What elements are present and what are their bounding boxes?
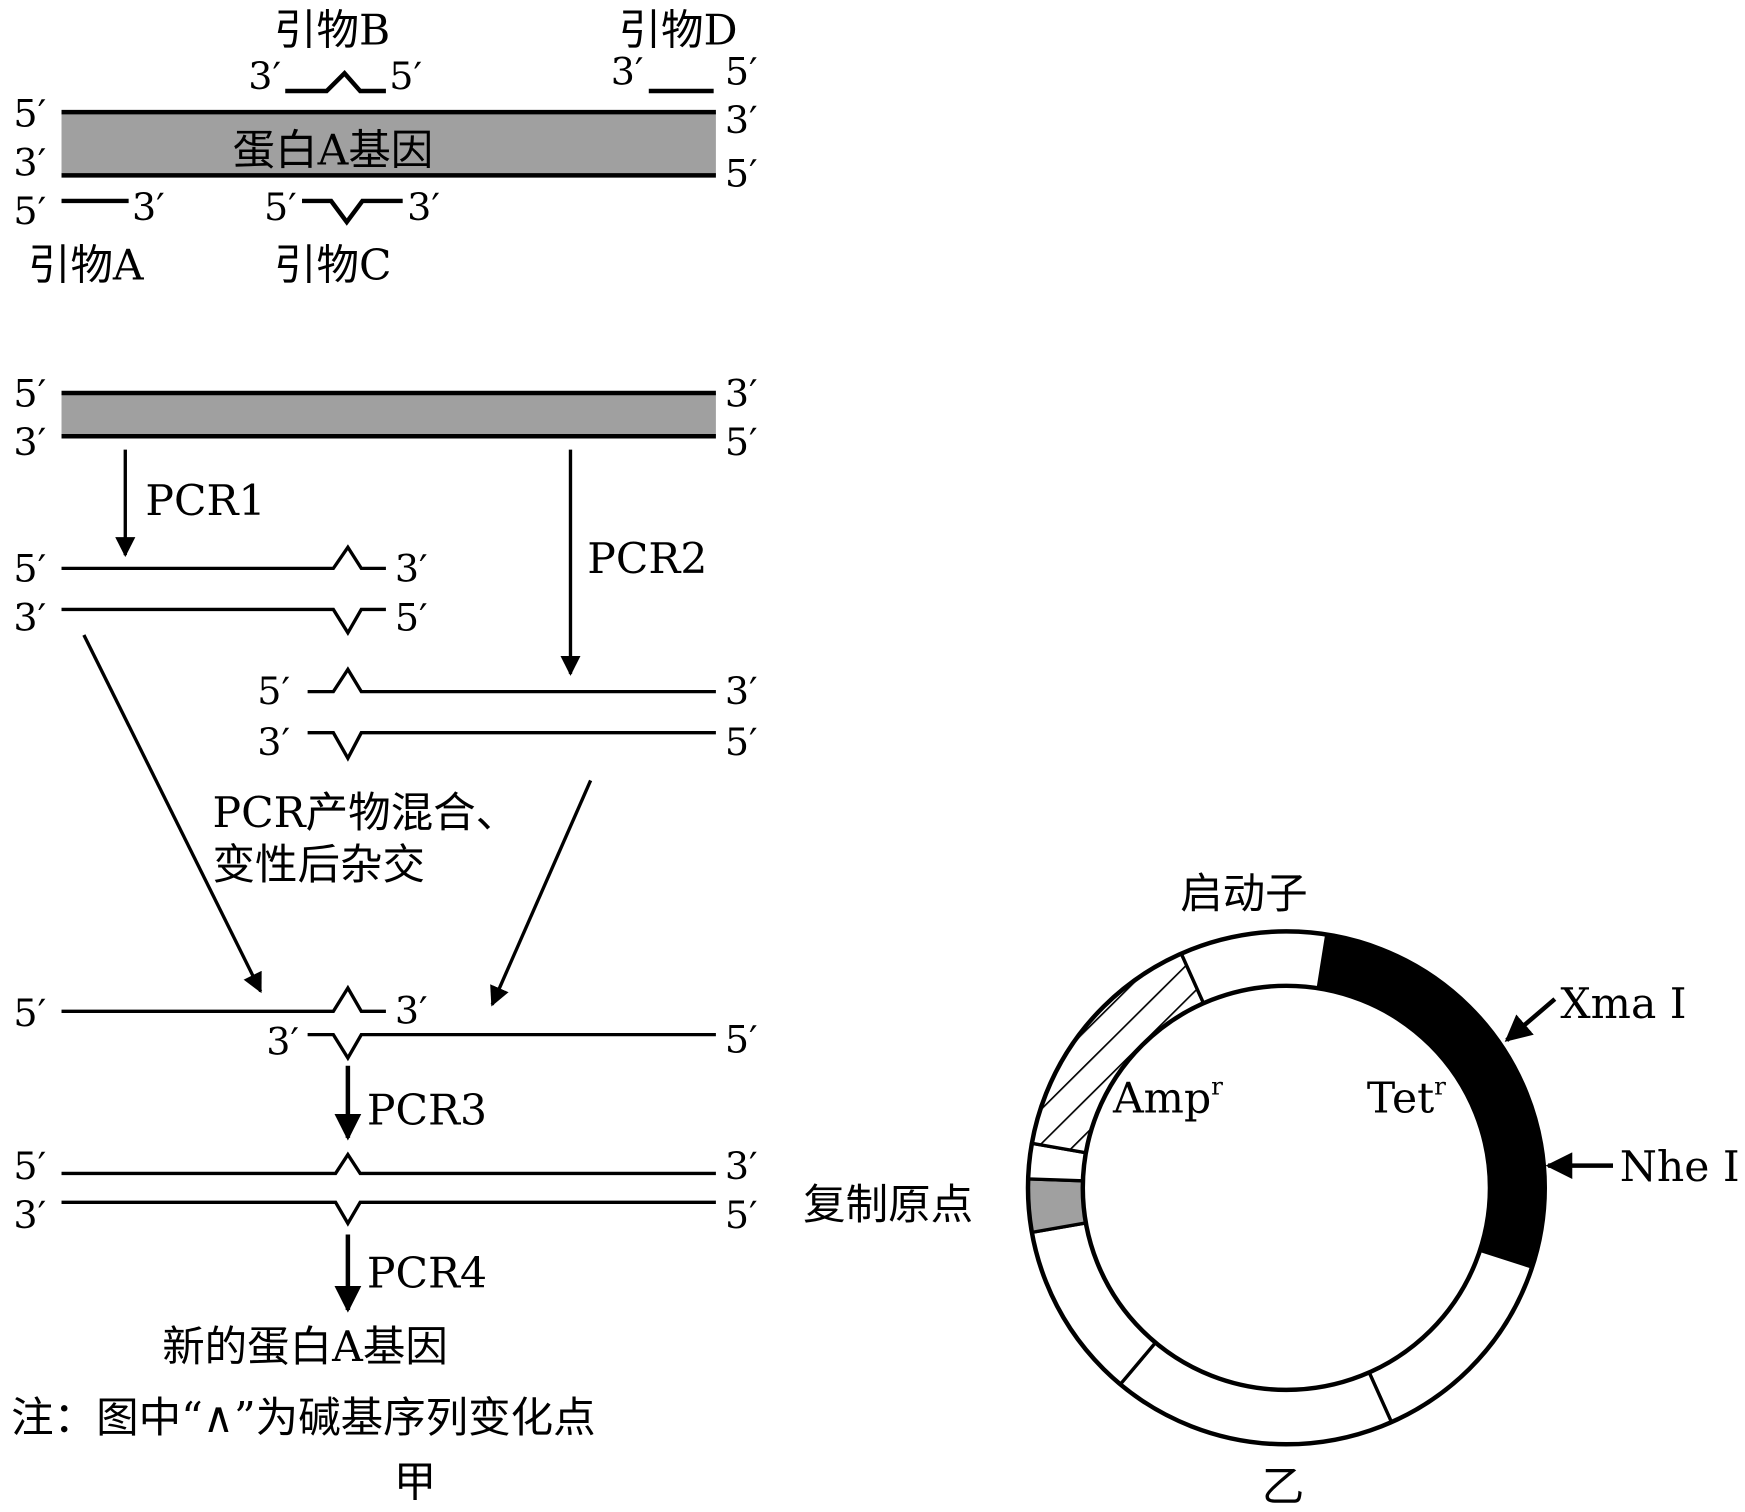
result-label: 新的蛋白A基因 xyxy=(162,1322,448,1371)
end-label: 5′ xyxy=(13,547,46,591)
pcr1-product-bottom xyxy=(61,607,386,637)
pcr-flow: 5′ 3′ 3′ 5′ PCR1 PCR2 5′ 3′ 3′ 5′ 5′ 3′ … xyxy=(11,371,757,1506)
end-label: 5′ xyxy=(13,991,46,1035)
final-bottom xyxy=(61,1200,716,1227)
mix-text-line1: PCR产物混合、 xyxy=(213,788,519,837)
caption-jia: 甲 xyxy=(394,1458,436,1507)
end-label: 3′ xyxy=(13,141,46,185)
hybrid-bottom xyxy=(307,1032,716,1062)
end-label: 5′ xyxy=(13,371,46,415)
end-label: 3′ xyxy=(13,420,46,464)
gene-band xyxy=(61,112,716,176)
ori-segment xyxy=(1026,1177,1088,1235)
pcr2-product-top xyxy=(307,666,716,694)
tet-label: Tetr xyxy=(1367,1072,1446,1123)
end-label: 3′ xyxy=(132,185,165,229)
end-label: 5′ xyxy=(395,596,428,640)
gene-label: 蛋白A基因 xyxy=(233,125,434,174)
arrow-mix-left xyxy=(82,634,263,994)
end-label: 3′ xyxy=(257,720,290,764)
end-label: 5′ xyxy=(725,152,758,196)
end-label: 3′ xyxy=(266,1020,299,1064)
end-label: 5′ xyxy=(725,50,758,94)
caption-yi: 乙 xyxy=(1262,1462,1304,1511)
end-label: 3′ xyxy=(395,547,428,591)
end-label: 5′ xyxy=(725,1193,758,1237)
end-label: 5′ xyxy=(725,1018,758,1062)
end-label: 3′ xyxy=(13,1193,46,1237)
promoter-label: 启动子 xyxy=(1180,869,1307,918)
pcr3-label: PCR3 xyxy=(367,1086,487,1135)
pcr2-product-bottom xyxy=(307,731,716,762)
end-label: 5′ xyxy=(725,720,758,764)
end-label: 3′ xyxy=(248,54,281,98)
end-label: 3′ xyxy=(407,185,440,229)
end-label: 3′ xyxy=(725,371,758,415)
nhe-label: Nhe Ⅰ xyxy=(1620,1142,1740,1191)
plasmid-segment xyxy=(1366,1248,1535,1425)
plasmid-outer-ring xyxy=(1025,929,1548,1447)
end-label: 5′ xyxy=(725,420,758,464)
pcr1-product-top xyxy=(61,544,386,571)
note: 注：图中“∧”为碱基序列变化点 xyxy=(11,1393,595,1442)
end-label: 5′ xyxy=(13,1144,46,1188)
ori-label: 复制原点 xyxy=(803,1180,973,1229)
end-label: 3′ xyxy=(725,669,758,713)
end-label: 5′ xyxy=(13,92,46,136)
end-label: 3′ xyxy=(395,989,428,1033)
primer-c-label: 引物C xyxy=(274,241,391,290)
end-label: 3′ xyxy=(725,1144,758,1188)
pcr2-label: PCR2 xyxy=(587,534,707,583)
plasmid-inner-ring xyxy=(1080,983,1493,1393)
end-label: 5′ xyxy=(257,669,290,713)
hybrid-top xyxy=(61,984,386,1013)
end-label: 5′ xyxy=(264,185,297,229)
pcr1-label: PCR1 xyxy=(145,476,265,525)
primer-d-label: 引物D xyxy=(619,6,738,55)
gene-with-primers: 蛋白A基因 5′ 3′ 3′ 5′ 3′ 5′ 引物B 3′ 5′ 引物D 5′… xyxy=(13,6,757,290)
arrow-mix-right xyxy=(490,779,593,1007)
end-label: 5′ xyxy=(389,54,422,98)
end-label: 3′ xyxy=(725,98,758,142)
xma-arrow xyxy=(1504,997,1557,1042)
mix-text-line2: 变性后杂交 xyxy=(213,840,425,889)
end-label: 3′ xyxy=(611,50,644,94)
amp-label: Ampr xyxy=(1112,1072,1223,1123)
plasmid-segment xyxy=(1117,1340,1394,1446)
end-label: 3′ xyxy=(13,596,46,640)
xma-label: Xma Ⅰ xyxy=(1560,979,1686,1028)
primer-b-label: 引物B xyxy=(274,6,390,55)
primer-b-line xyxy=(285,70,386,94)
pcr4-label: PCR4 xyxy=(367,1249,487,1298)
end-label: 5′ xyxy=(13,189,46,233)
plasmid: 启动子 Xma Ⅰ Nhe Ⅰ Ampr Tetr 复制原点 乙 xyxy=(803,869,1740,1511)
amp-segment xyxy=(1029,951,1206,1155)
gene-band xyxy=(61,392,716,437)
primer-a-label: 引物A xyxy=(28,241,144,290)
final-top xyxy=(61,1151,716,1176)
promoter-segment xyxy=(1179,929,1329,1006)
primer-c-line xyxy=(302,198,403,226)
